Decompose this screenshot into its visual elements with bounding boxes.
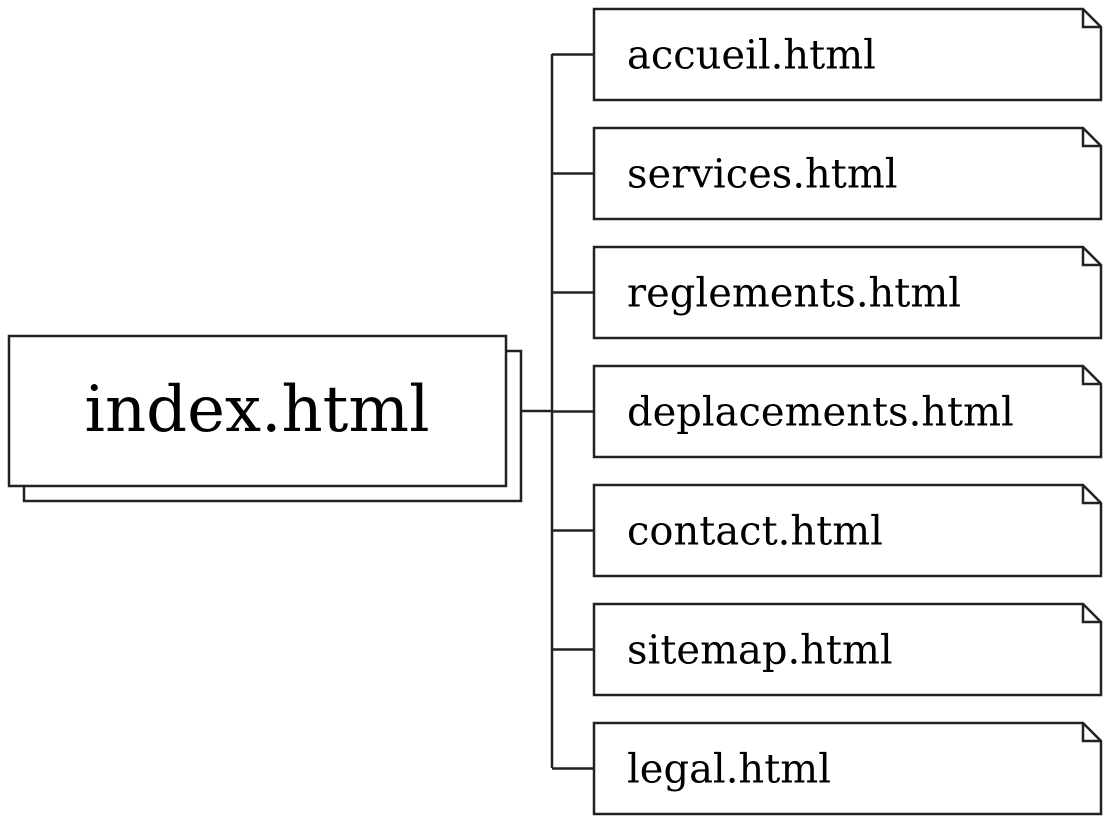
root-node-label: index.html: [84, 373, 429, 447]
page-node: services.html: [592, 126, 1103, 221]
root-node-front-box: [7, 334, 508, 488]
page-node-fold: [1081, 247, 1101, 267]
page-node-label: sitemap.html: [627, 628, 893, 674]
page-node-label: legal.html: [627, 747, 831, 793]
page-node-label: services.html: [627, 152, 898, 198]
page-node-box: [592, 245, 1103, 340]
page-node-box: [592, 721, 1103, 816]
page-node-label: deplacements.html: [627, 390, 1014, 436]
page-node: contact.html: [592, 483, 1103, 578]
page-node-box: [592, 483, 1103, 578]
connector-lines: [521, 53, 594, 770]
page-node-fold: [1081, 9, 1101, 29]
page-nodes: accueil.html services.html reglements.html…: [592, 7, 1103, 816]
page-node: sitemap.html: [592, 602, 1103, 697]
page-node: reglements.html: [592, 245, 1103, 340]
page-node-box: [592, 602, 1103, 697]
page-node-fold: [1081, 604, 1101, 624]
page-node: accueil.html: [592, 7, 1103, 102]
page-node-fold: [1081, 485, 1101, 505]
page-node-box: [592, 364, 1103, 459]
page-node-label: reglements.html: [627, 271, 961, 317]
root-node: index.html: [7, 334, 523, 503]
page-node-fold: [1081, 723, 1101, 743]
page-node: deplacements.html: [592, 364, 1103, 459]
page-node-label: accueil.html: [627, 33, 876, 79]
page-node-box: [592, 126, 1103, 221]
page-node: legal.html: [592, 721, 1103, 816]
page-node-fold: [1081, 128, 1101, 148]
page-node-box: [592, 7, 1103, 102]
page-node-fold: [1081, 366, 1101, 386]
page-node-label: contact.html: [627, 509, 883, 555]
